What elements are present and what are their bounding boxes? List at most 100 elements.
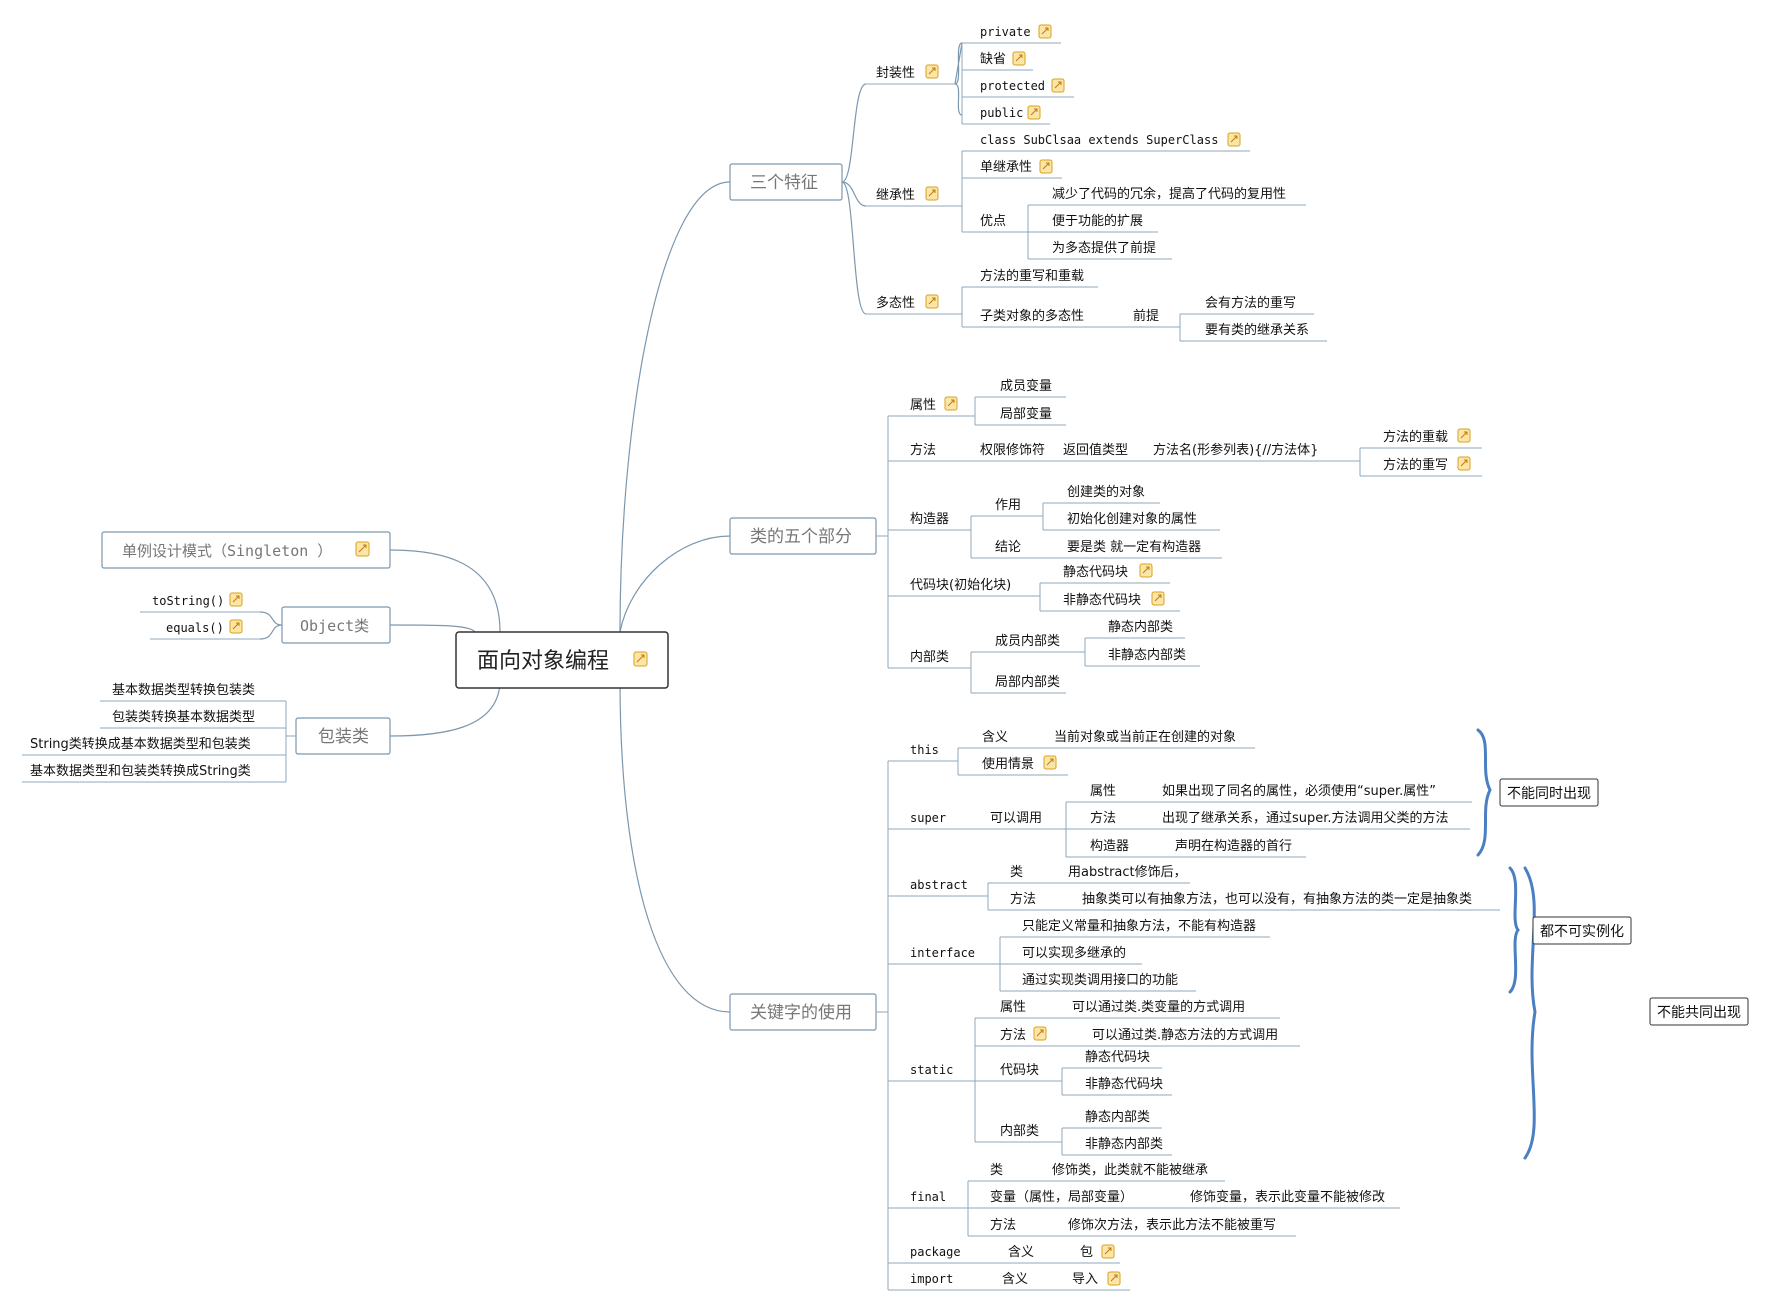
svg-text:非静态代码块: 非静态代码块 (1063, 593, 1141, 608)
kw-super[interactable]: super 可以调用 属性 如果出现了同名的属性，必须使用“super.属性” … (888, 783, 1472, 858)
brace-abstract-interface (1508, 866, 1520, 994)
note-cannot-coexist[interactable]: 不能同时出现 (1499, 778, 1599, 807)
main-node-label: 关键字的使用 (750, 1002, 852, 1023)
wrapper-item-4: 基本数据类型和包装类转换成String类 (22, 764, 286, 783)
main-node-keywords[interactable]: 关键字的使用 (729, 993, 877, 1031)
svg-text:方法: 方法 (990, 1217, 1016, 1233)
node-inner-class[interactable]: 内部类 成员内部类 静态内部类 非静态内部类 局部内部类 (888, 619, 1200, 694)
svg-text:静态内部类: 静态内部类 (1085, 1109, 1150, 1125)
node-method[interactable]: 方法 权限修饰符 返回值类型 方法名(形参列表){//方法体} 方法的重载 方法… (888, 428, 1482, 477)
branch-class-parts: 类的五个部分 属性 成员变量 局部变量 方法 权限修饰符 返回值类型 方法名(形… (729, 378, 1482, 694)
node-label: 封装性 (876, 66, 915, 81)
svg-text:导入: 导入 (1072, 1272, 1098, 1287)
svg-text:作用: 作用 (995, 498, 1021, 513)
note-icon[interactable] (925, 64, 939, 79)
main-node-three-features[interactable]: 三个特征 (729, 163, 843, 201)
note-icon[interactable] (1027, 105, 1041, 120)
svg-text:含义: 含义 (1002, 1271, 1028, 1287)
svg-text:方法的重写: 方法的重写 (1383, 457, 1448, 473)
kw-import[interactable]: import 含义 导入 (888, 1271, 1130, 1291)
node-attribute[interactable]: 属性 成员变量 局部变量 (888, 378, 1066, 426)
note-icon[interactable] (1151, 591, 1165, 606)
node-label: 属性 (910, 398, 936, 413)
svg-text:构造器: 构造器 (1090, 839, 1129, 854)
svg-text:修饰变量，表示此变量不能被修改: 修饰变量，表示此变量不能被修改 (1190, 1189, 1385, 1205)
note-icon[interactable] (944, 396, 958, 411)
root-connectors (389, 181, 731, 1013)
object-tostring: toString() (140, 592, 260, 613)
note-icon[interactable] (229, 619, 243, 634)
svg-text:非静态内部类: 非静态内部类 (1108, 647, 1186, 663)
note-icon[interactable] (1139, 563, 1153, 578)
note-icon[interactable] (1051, 78, 1065, 93)
svg-text:protected: protected (980, 79, 1045, 93)
note-not-instantiable[interactable]: 都不可实例化 (1532, 916, 1632, 945)
svg-text:基本数据类型转换包装类: 基本数据类型转换包装类 (112, 683, 255, 698)
branch-singleton[interactable]: 单例设计模式（Singleton ） (101, 531, 391, 569)
note-icon[interactable] (229, 592, 243, 607)
svg-text:出现了继承关系，通过super.方法调用父类的方法: 出现了继承关系，通过super.方法调用父类的方法 (1162, 810, 1449, 826)
node-label: interface (910, 946, 975, 960)
main-node-wrapper-class[interactable]: 包装类 (295, 717, 391, 755)
svg-text:非静态代码块: 非静态代码块 (1085, 1077, 1163, 1092)
svg-text:子类对象的多态性: 子类对象的多态性 (980, 308, 1084, 324)
node-label: 构造器 (910, 512, 949, 527)
node-inheritance[interactable]: 继承性 (866, 186, 955, 207)
wrapper-item-2: 包装类转换基本数据类型 (100, 710, 286, 729)
kw-final[interactable]: final 类 修饰类，此类就不能被继承 变量（属性，局部变量） 修饰变量，表示… (888, 1163, 1400, 1237)
node-constructor[interactable]: 构造器 作用 创建类的对象 初始化创建对象的属性 结论 要是类 就一定有构造器 (888, 484, 1222, 559)
svg-text:方法: 方法 (1000, 1027, 1026, 1043)
node-label: final (910, 1190, 946, 1204)
node-label: 多态性 (876, 295, 915, 311)
node-polymorphism[interactable]: 多态性 (866, 294, 955, 315)
main-node-label: 类的五个部分 (750, 527, 852, 547)
note-icon[interactable] (1227, 132, 1241, 147)
note-icon[interactable] (355, 541, 370, 557)
main-node-class-parts[interactable]: 类的五个部分 (729, 517, 877, 555)
kw-abstract[interactable]: abstract 类 用abstract修饰后， 方法 抽象类可以有抽象方法，也… (888, 865, 1500, 911)
kw-static[interactable]: static 属性 可以通过类.类变量的方式调用 方法 可以通过类.静态方法的方… (888, 999, 1300, 1156)
svg-text:权限修饰符: 权限修饰符 (980, 442, 1045, 458)
kw-package[interactable]: package 含义 包 (888, 1244, 1120, 1264)
note-icon[interactable] (925, 294, 939, 309)
main-node-label: 包装类 (318, 727, 369, 747)
svg-text:非静态内部类: 非静态内部类 (1085, 1136, 1163, 1152)
svg-text:静态代码块: 静态代码块 (1063, 565, 1128, 580)
svg-text:包装类转换基本数据类型: 包装类转换基本数据类型 (112, 710, 255, 725)
main-node-object-class[interactable]: Object类 (281, 606, 391, 644)
svg-text:基本数据类型和包装类转换成String类: 基本数据类型和包装类转换成String类 (30, 764, 251, 779)
kw-this[interactable]: this 含义 当前对象或当前正在创建的对象 使用情景 (888, 729, 1255, 776)
encap-public: public (962, 105, 1050, 125)
svg-text:可以实现多继承的: 可以实现多继承的 (1022, 945, 1126, 961)
note-icon[interactable] (1033, 1026, 1047, 1041)
svg-text:成员变量: 成员变量 (1000, 378, 1052, 394)
svg-text:通过实现类调用接口的功能: 通过实现类调用接口的功能 (1022, 972, 1178, 988)
note-icon[interactable] (1038, 24, 1052, 39)
svg-text:不能同时出现: 不能同时出现 (1507, 786, 1591, 802)
svg-text:变量（属性，局部变量）: 变量（属性，局部变量） (990, 1189, 1133, 1205)
note-icon[interactable] (633, 651, 648, 667)
svg-text:内部类: 内部类 (1000, 1123, 1039, 1139)
note-icon[interactable] (1107, 1271, 1121, 1286)
poly-subclass: 子类对象的多态性 前提 会有方法的重写 要有类的继承关系 (962, 295, 1327, 342)
kw-interface[interactable]: interface 只能定义常量和抽象方法，不能有构造器 可以实现多继承的 通过… (888, 918, 1270, 992)
note-cannot-appear-together[interactable]: 不能共同出现 (1649, 997, 1749, 1026)
note-icon[interactable] (1101, 1244, 1115, 1259)
node-label: static (910, 1063, 953, 1077)
note-icon[interactable] (925, 186, 939, 201)
svg-text:类: 类 (990, 1163, 1003, 1178)
svg-text:属性: 属性 (1000, 1000, 1026, 1015)
root-node[interactable]: 面向对象编程 (455, 631, 669, 689)
note-icon[interactable] (1043, 755, 1057, 770)
svg-text:抽象类可以有抽象方法，也可以没有，有抽象方法的类一定是抽象类: 抽象类可以有抽象方法，也可以没有，有抽象方法的类一定是抽象类 (1082, 891, 1472, 907)
node-encapsulation[interactable]: 封装性 (866, 64, 955, 85)
svg-text:前提: 前提 (1133, 308, 1159, 324)
note-icon[interactable] (1039, 159, 1053, 174)
svg-text:修饰类，此类就不能被继承: 修饰类，此类就不能被继承 (1052, 1163, 1208, 1178)
note-icon[interactable] (1457, 456, 1471, 471)
svg-text:不能共同出现: 不能共同出现 (1657, 1005, 1741, 1021)
note-icon[interactable] (1012, 51, 1026, 66)
note-icon[interactable] (1457, 428, 1471, 443)
node-code-block[interactable]: 代码块(初始化块) 静态代码块 非静态代码块 (888, 563, 1180, 612)
